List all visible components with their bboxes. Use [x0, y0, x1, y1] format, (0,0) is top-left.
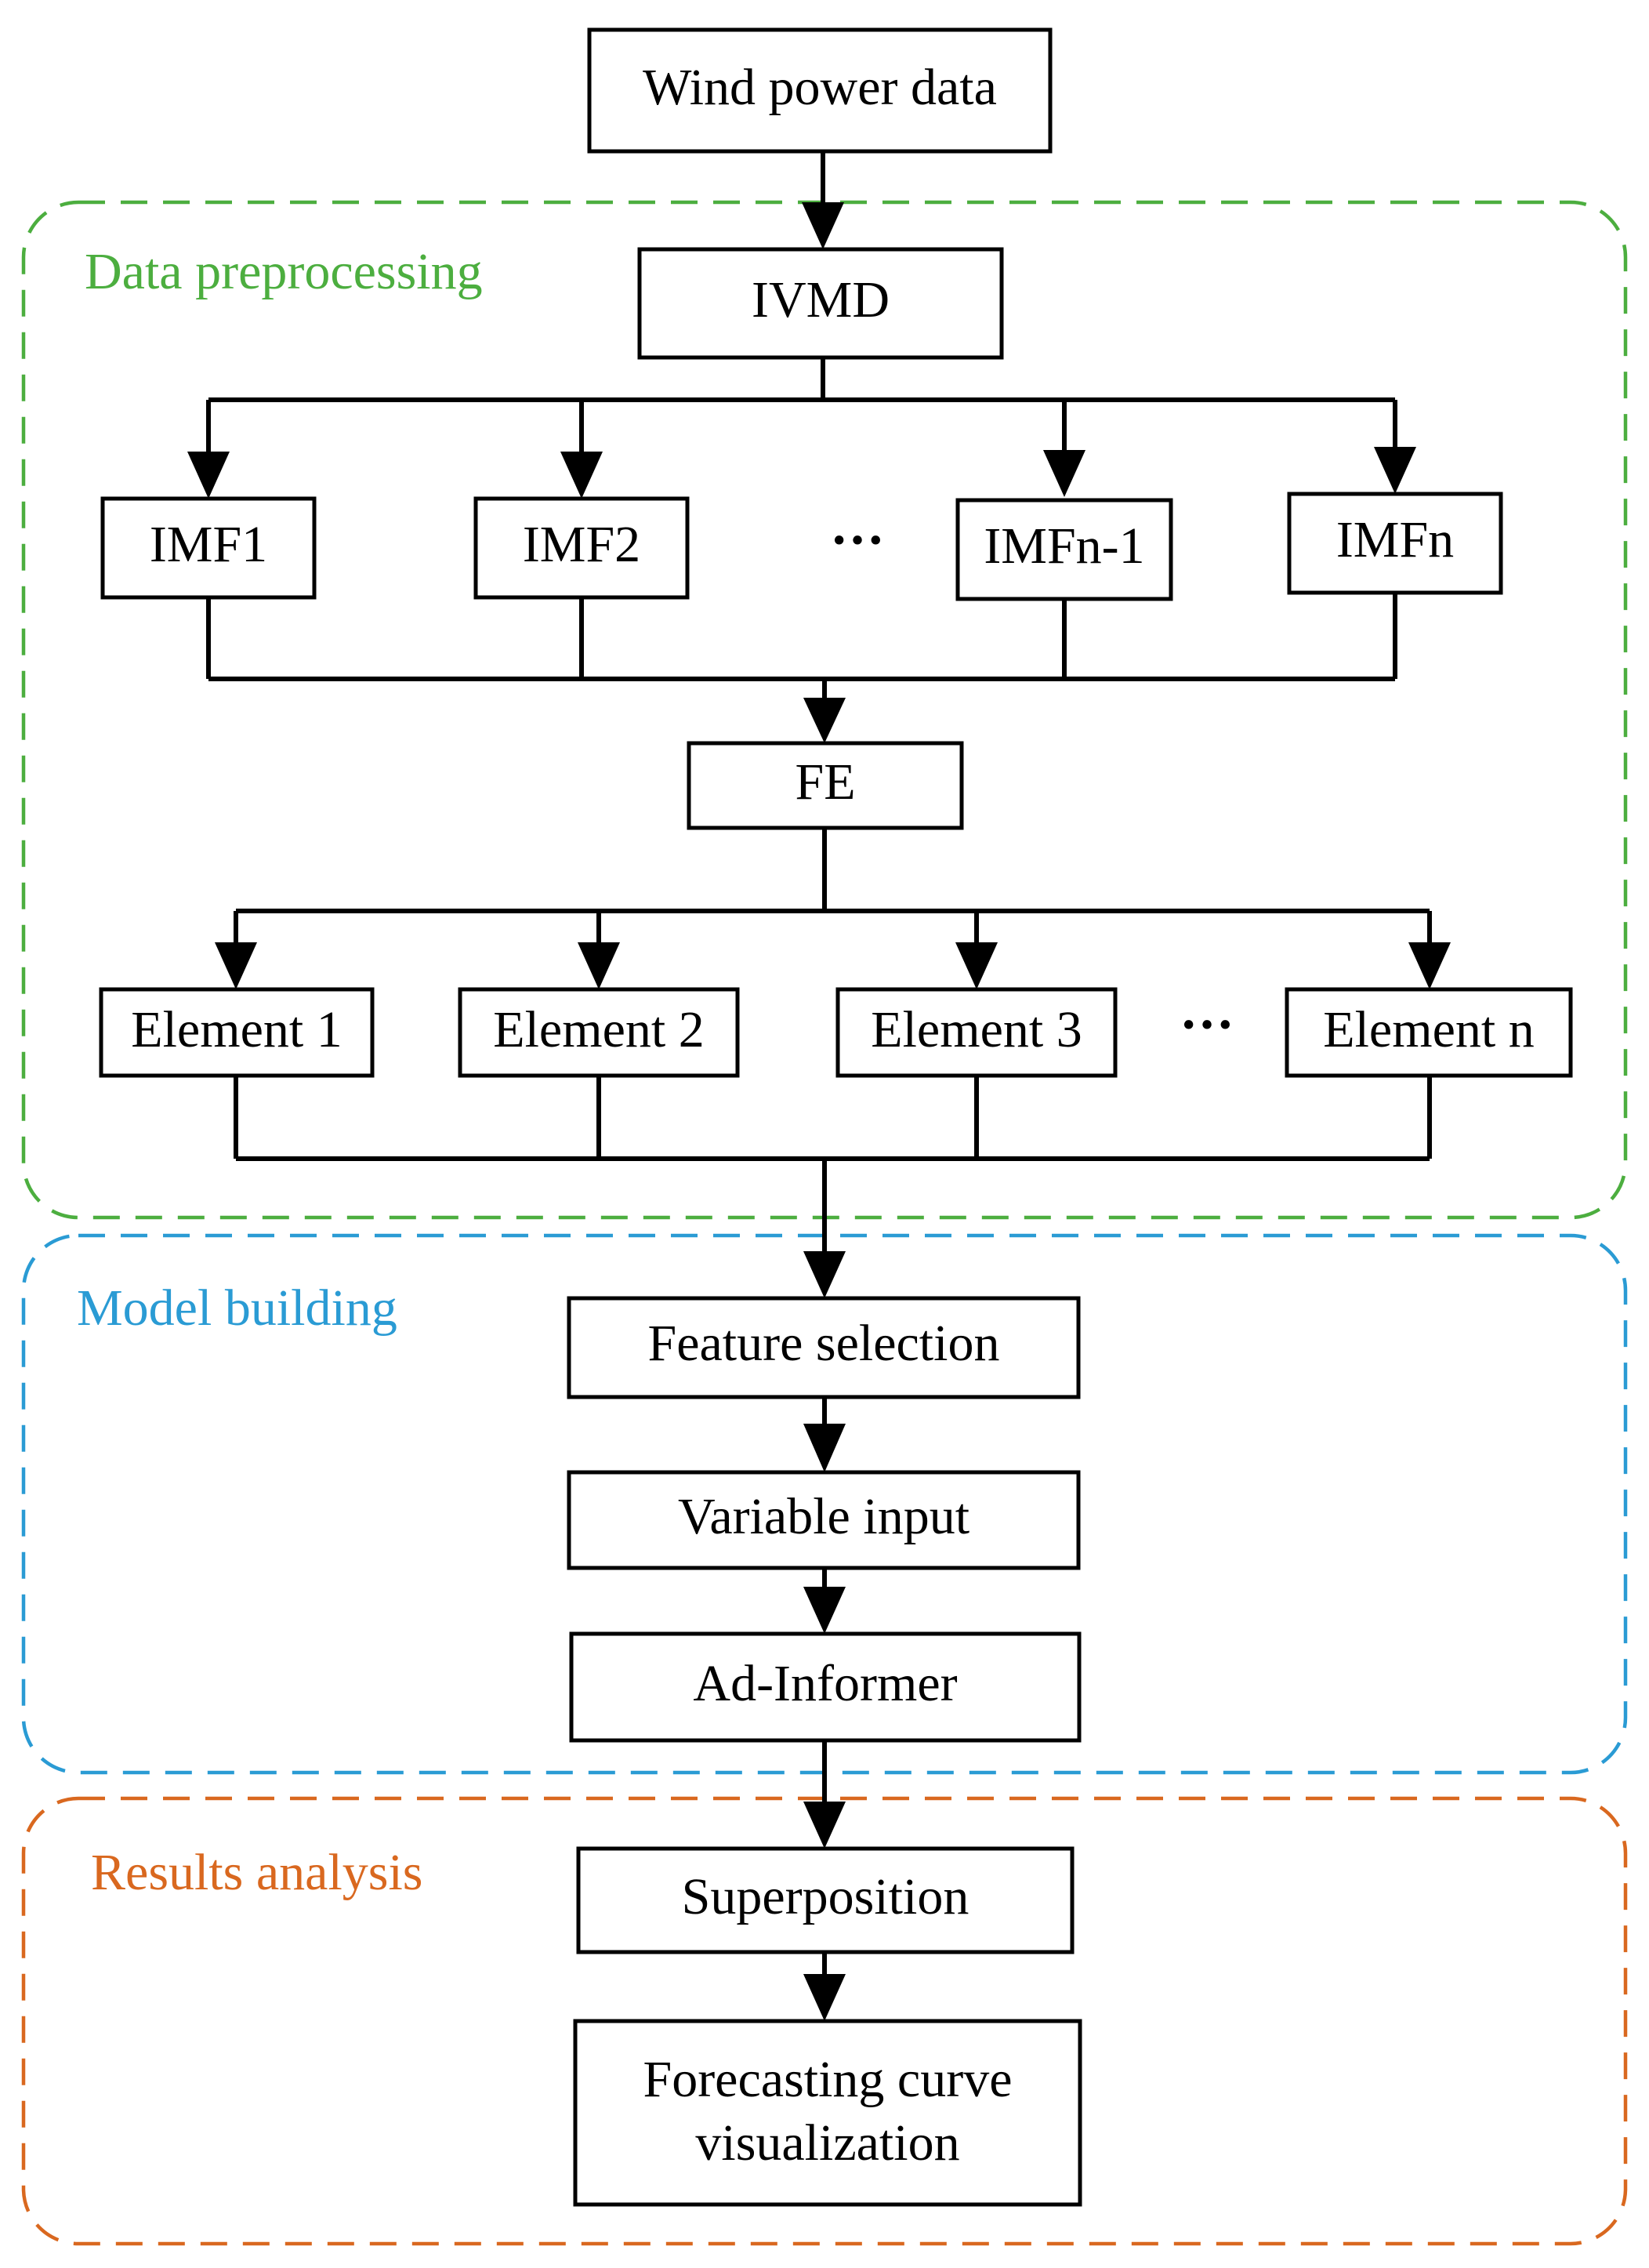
node-elementn-label: Element n	[1323, 1001, 1534, 1058]
node-imfn-label: IMFn	[1336, 511, 1454, 568]
node-imf2: IMF2	[473, 496, 690, 600]
node-element2-label: Element 2	[493, 1001, 704, 1058]
arrow-to-feature-selection	[803, 1251, 846, 1298]
arrow-to-element1	[215, 942, 257, 989]
node-element1-label: Element 1	[131, 1001, 342, 1058]
arrow-to-imf2	[560, 452, 603, 499]
node-ad-informer-label: Ad-Informer	[693, 1655, 957, 1712]
node-imfn-1-label: IMFn-1	[984, 517, 1144, 575]
node-imf1: IMF1	[100, 496, 317, 600]
element-ellipsis: ···	[1180, 995, 1234, 1055]
node-ad-informer: Ad-Informer	[569, 1631, 1082, 1743]
node-wind-power-data-label: Wind power data	[643, 59, 997, 116]
connectors	[187, 151, 1451, 2021]
group-model-title: Model building	[77, 1279, 397, 1337]
arrow-to-ivmd	[802, 202, 844, 249]
node-feature-selection-label: Feature selection	[648, 1315, 1000, 1372]
group-preprocessing-title: Data preprocessing	[85, 243, 483, 300]
arrow-to-superposition	[803, 1802, 846, 1849]
node-imfn: IMFn	[1287, 492, 1503, 595]
arrow-to-element3	[955, 942, 998, 989]
arrow-to-imfn	[1374, 447, 1416, 494]
arrow-to-imf1	[187, 452, 230, 499]
node-forecasting-label-line1: Forecasting curve	[643, 2051, 1013, 2108]
arrow-to-forecasting	[803, 1974, 846, 2021]
node-forecasting-curve-visualization: Forecasting curve visualization	[573, 2019, 1082, 2207]
arrow-to-variable-input	[803, 1424, 846, 1472]
node-elementn: Element n	[1285, 987, 1573, 1078]
node-fe-label: FE	[795, 753, 855, 811]
node-element3-label: Element 3	[871, 1001, 1082, 1058]
arrow-to-fe	[803, 698, 846, 743]
node-element2: Element 2	[458, 987, 740, 1078]
arrow-to-elementn	[1408, 942, 1451, 989]
node-variable-input-label: Variable input	[678, 1488, 969, 1545]
node-element3: Element 3	[835, 987, 1118, 1078]
node-superposition-label: Superposition	[682, 1868, 969, 1925]
node-feature-selection: Feature selection	[567, 1296, 1081, 1399]
node-ivmd-label: IVMD	[752, 271, 890, 328]
node-element1: Element 1	[99, 987, 375, 1078]
node-ivmd: IVMD	[637, 247, 1004, 360]
node-forecasting-label-line2: visualization	[695, 2114, 959, 2172]
group-results-title: Results analysis	[91, 1844, 423, 1901]
arrow-to-element2	[578, 942, 620, 989]
node-imf1-label: IMF1	[150, 516, 267, 573]
node-wind-power-data: Wind power data	[587, 27, 1053, 154]
arrow-to-ad-informer	[803, 1587, 846, 1634]
imf-ellipsis: ···	[830, 510, 885, 571]
arrow-to-imfn1	[1043, 450, 1085, 497]
node-superposition: Superposition	[576, 1846, 1075, 1954]
node-imfn-1: IMFn-1	[955, 498, 1173, 601]
node-fe: FE	[687, 741, 964, 830]
node-variable-input: Variable input	[567, 1470, 1081, 1570]
node-imf2-label: IMF2	[523, 516, 640, 573]
